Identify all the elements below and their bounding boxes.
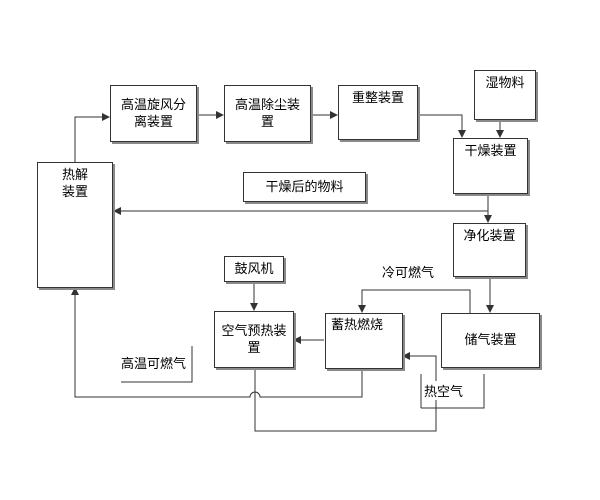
- reformer-box: 重整装置: [338, 85, 418, 140]
- air-preheater-label: 空气预热装 置: [221, 323, 287, 356]
- dried-material-box: 干燥后的物料: [243, 172, 366, 202]
- hot-air-label: 热空气: [424, 381, 464, 400]
- reformer-label: 重整装置: [351, 91, 404, 106]
- dust-remover-label: 高温除尘装 置: [234, 97, 300, 130]
- arrow-preheater-to-burner: [254, 352, 437, 432]
- cold-gas-label: 冷可燃气: [382, 262, 435, 281]
- gas-storage-label: 储气装置: [464, 333, 517, 348]
- wet-material-label: 湿物料: [485, 76, 525, 91]
- wet-material-box: 湿物料: [474, 70, 536, 120]
- air-preheater-box: 空气预热装 置: [214, 311, 294, 368]
- hot-gas-label: 高温可燃气: [121, 353, 187, 372]
- arrow-storage-to-burner: [358, 289, 471, 313]
- cyclone-separator-label: 高温旋风分 离装置: [120, 97, 186, 130]
- dryer-label: 干燥装置: [464, 144, 517, 159]
- arrow-reform-to-dryer: [418, 114, 466, 138]
- regenerative-burner-box: 蓄热燃烧: [325, 313, 403, 369]
- regenerative-burner-label: 蓄热燃烧: [331, 318, 384, 333]
- dried-material-label: 干燥后的物料: [265, 179, 344, 195]
- dryer-box: 干燥装置: [453, 138, 528, 194]
- pyrolysis-label: 热解 装置: [61, 168, 88, 200]
- pyrolysis-box: 热解 装置: [37, 162, 113, 288]
- purifier-label: 净化装置: [463, 229, 516, 244]
- arrow-pyrolysis-to-cyclone: [74, 113, 110, 162]
- dust-remover-box: 高温除尘装 置: [224, 85, 311, 142]
- purifier-box: 净化装置: [453, 223, 526, 277]
- blower-box: 鼓风机: [224, 256, 284, 282]
- cyclone-separator-box: 高温旋风分 离装置: [110, 85, 197, 142]
- blower-label: 鼓风机: [234, 261, 274, 277]
- gas-storage-box: 储气装置: [441, 313, 540, 368]
